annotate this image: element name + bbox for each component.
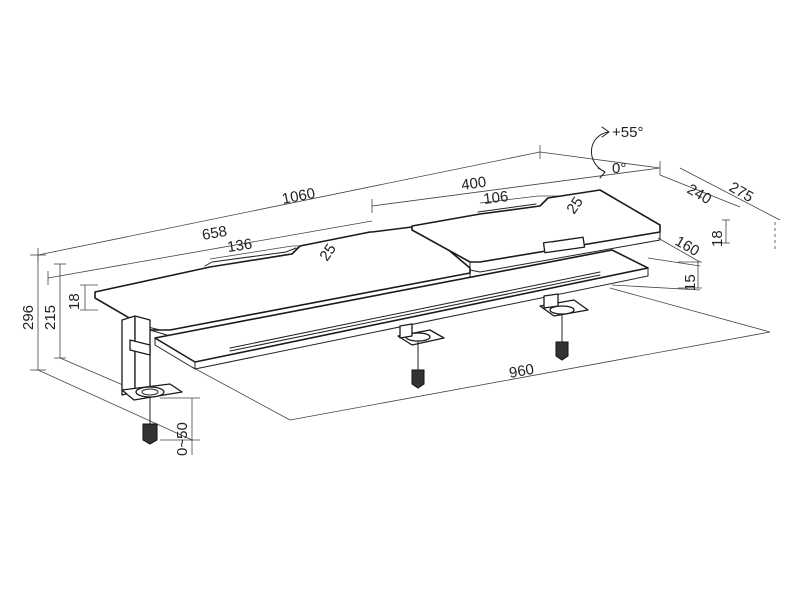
left-clamp — [121, 315, 183, 445]
label-left-shelf-width: 658 — [201, 223, 229, 244]
label-shelf-thickness-right: 18 — [709, 230, 726, 247]
label-shelf-thickness-left: 18 — [66, 293, 83, 310]
label-right-shelf-width: 400 — [460, 174, 487, 194]
dimension-lines — [30, 145, 781, 455]
label-left-cutout-width: 136 — [226, 236, 253, 256]
label-tray-width: 960 — [508, 361, 536, 382]
label-right-cutout-width: 106 — [482, 188, 509, 208]
label-shelf-depth: 240 — [684, 181, 714, 208]
curved-arrow-icon — [590, 131, 609, 173]
label-tilt-zero: 0° — [612, 160, 626, 177]
right-clamp — [539, 293, 589, 361]
label-tray-depth: 160 — [672, 233, 702, 260]
label-shelf-height: 215 — [42, 305, 59, 330]
label-clamp-range: 0~50 — [174, 422, 191, 456]
right-shelf — [411, 189, 661, 273]
label-overall-depth: 275 — [726, 179, 756, 206]
label-tilt-up: +55° — [612, 124, 643, 141]
label-overall-height: 296 — [20, 305, 37, 330]
dimension-labels: 1060 400 658 136 25 106 25 +55° 0° 240 2… — [20, 124, 756, 456]
label-right-cutout-depth: 25 — [563, 194, 586, 217]
middle-clamp — [397, 323, 445, 389]
label-left-cutout-depth: 25 — [316, 241, 339, 264]
keyboard-tray — [154, 249, 649, 370]
rotation-indicator — [590, 126, 610, 179]
label-overall-width: 1060 — [281, 185, 317, 208]
label-tray-thickness: 15 — [682, 274, 699, 291]
